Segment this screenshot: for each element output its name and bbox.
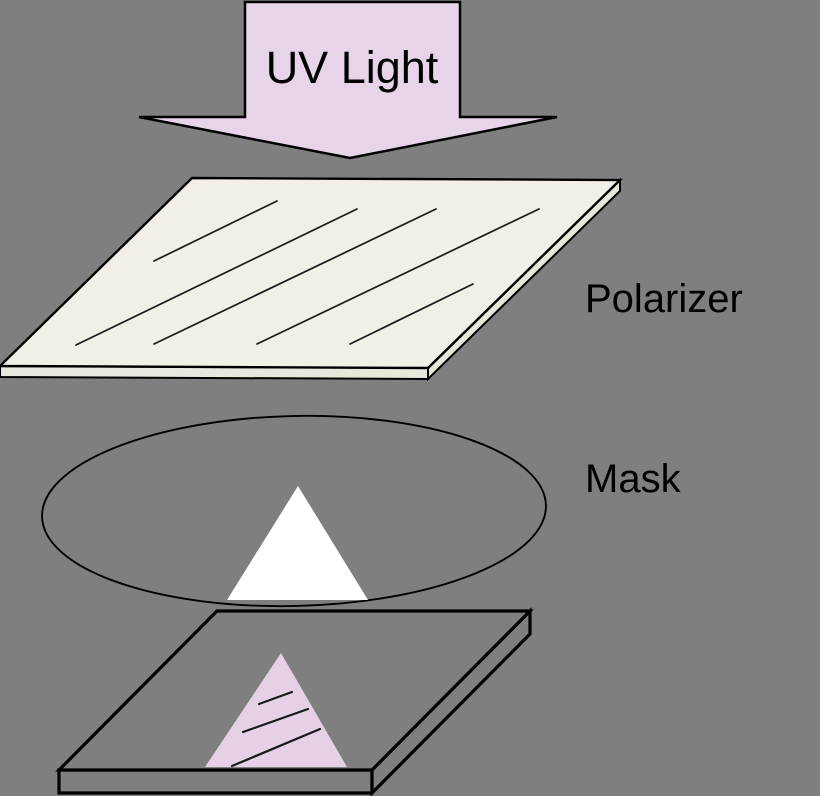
alignment-lines — [230, 690, 322, 768]
uv-light-arrow: UV Light — [138, 0, 558, 160]
mask-aperture-triangle — [227, 486, 368, 600]
substrate-plate — [55, 607, 534, 796]
mask-ellipse — [41, 414, 547, 608]
polarizer-plate — [0, 176, 623, 382]
polarizer-top-face — [0, 176, 623, 370]
substrate-front-edge — [57, 768, 374, 795]
mask-label: Mask — [585, 457, 682, 501]
uv-light-label: UV Light — [266, 42, 439, 93]
polarizer-lines — [75, 200, 540, 346]
uv-arrow-shape — [138, 0, 558, 160]
exposed-triangle — [205, 653, 347, 767]
polarizer-label: Polarizer — [585, 277, 743, 321]
